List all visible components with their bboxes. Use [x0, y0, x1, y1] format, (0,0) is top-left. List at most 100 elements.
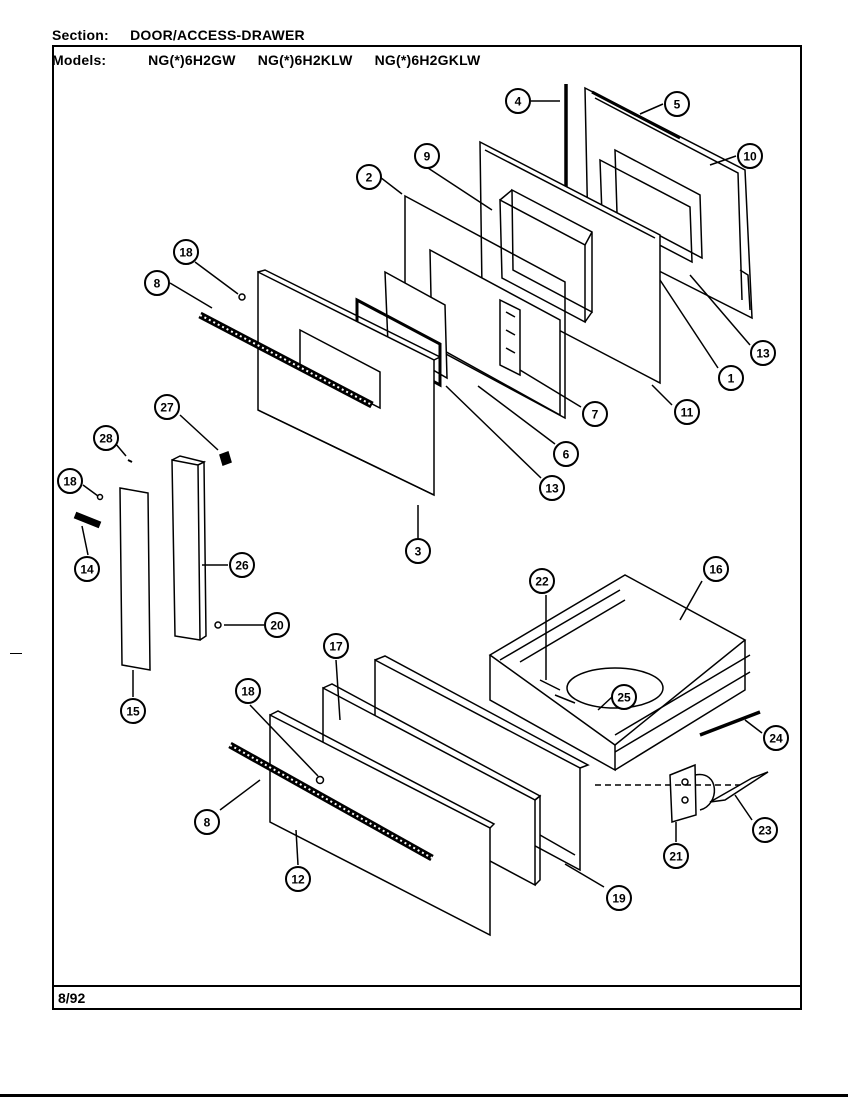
door-outer-panel: [257, 269, 442, 497]
callout-circle: [57, 468, 83, 494]
callout-number: 18: [63, 475, 77, 489]
callout-circle: [750, 340, 776, 366]
callout-number: 13: [545, 482, 559, 496]
side-trim-left: [119, 487, 151, 671]
part-callout: 22: [529, 568, 555, 594]
callout-circle: [611, 684, 637, 710]
callout-number: 24: [769, 732, 783, 746]
callout-circle: [737, 143, 763, 169]
part-callout: 6: [553, 441, 579, 467]
part-callout: 10: [737, 143, 763, 169]
part-callout: 13: [750, 340, 776, 366]
part-callout: 26: [229, 552, 255, 578]
callout-number: 3: [415, 545, 422, 559]
callout-circle: [606, 885, 632, 911]
door-inner-panel: [479, 140, 661, 385]
part-callout: 27: [154, 394, 180, 420]
part-callout: 23: [752, 817, 778, 843]
callout-number: 8: [204, 816, 211, 830]
part-callout: 18: [235, 678, 261, 704]
part-callout: 8: [194, 809, 220, 835]
part-callout: 8: [144, 270, 170, 296]
callout-circle: [582, 401, 608, 427]
callout-number: 6: [563, 448, 570, 462]
callout-number: 21: [669, 850, 683, 864]
part-callout: 16: [703, 556, 729, 582]
callout-number: 18: [179, 246, 193, 260]
callout-number: 19: [612, 892, 626, 906]
callout-number: 23: [758, 824, 772, 838]
stray-mark: [10, 653, 22, 654]
part-callout: 24: [763, 725, 789, 751]
part-callout: 7: [582, 401, 608, 427]
callout-circle: [93, 425, 119, 451]
clip: [219, 451, 232, 466]
model-number: NG(*)6H2GW: [148, 52, 236, 68]
part-callout: 18: [57, 468, 83, 494]
screw: [238, 293, 246, 301]
callout-number: 8: [154, 277, 161, 291]
part-callout: 18: [173, 239, 199, 265]
door-rear-panel: [584, 86, 753, 320]
callout-circle: [285, 866, 311, 892]
part-callout: 11: [674, 399, 700, 425]
callout-circle: [323, 633, 349, 659]
part-callout: 12: [285, 866, 311, 892]
callout-circle: [664, 91, 690, 117]
diagram-frame: [52, 45, 802, 1010]
date-code: 8/92: [58, 990, 86, 1006]
callout-circle: [539, 475, 565, 501]
callout-number: 27: [160, 401, 174, 415]
part-callout: 19: [606, 885, 632, 911]
spring: [73, 511, 102, 529]
side-trim-right: [171, 455, 207, 641]
door-top-strip: [591, 90, 681, 140]
callout-number: 12: [291, 873, 305, 887]
part-callout: 5: [664, 91, 690, 117]
callout-circle: [505, 88, 531, 114]
callout-number: 26: [235, 559, 249, 573]
part-callout: 3: [405, 538, 431, 564]
callout-circle: [529, 568, 555, 594]
callout-number: 25: [617, 691, 631, 705]
part-callout: 2: [356, 164, 382, 190]
part-callout: 20: [264, 612, 290, 638]
callout-number: 2: [366, 171, 373, 185]
callout-circle: [763, 725, 789, 751]
callout-circle: [703, 556, 729, 582]
callout-number: 10: [743, 150, 757, 164]
callout-number: 16: [709, 563, 723, 577]
callout-circle: [264, 612, 290, 638]
callout-circle: [663, 843, 689, 869]
callout-circle: [120, 698, 146, 724]
section-header: Section: DOOR/ACCESS-DRAWER: [52, 27, 305, 43]
callout-circle: [144, 270, 170, 296]
callout-number: 1: [728, 372, 735, 386]
footer-divider: [52, 985, 802, 987]
callout-number: 5: [674, 98, 681, 112]
model-number: NG(*)6H2GKLW: [374, 52, 481, 68]
callout-circle: [752, 817, 778, 843]
drawer-bracket: [669, 763, 716, 823]
callout-number: 11: [681, 406, 694, 420]
callout-number: 22: [535, 575, 549, 589]
callout-circle: [356, 164, 382, 190]
part-callout: 25: [611, 684, 637, 710]
callout-circle: [674, 399, 700, 425]
callout-circle: [553, 441, 579, 467]
models-label: Models:: [52, 52, 107, 68]
callout-number: 17: [329, 640, 343, 654]
callout-circle: [154, 394, 180, 420]
callout-number: 20: [270, 619, 284, 633]
part-callout: 1: [718, 365, 744, 391]
callout-circle: [229, 552, 255, 578]
model-number: NG(*)6H2KLW: [257, 52, 353, 68]
callout-number: 15: [126, 705, 140, 719]
door-glass: [384, 270, 448, 380]
callout-circle: [235, 678, 261, 704]
callout-number: 28: [99, 432, 113, 446]
part-callout: 28: [93, 425, 119, 451]
callout-number: 14: [80, 563, 94, 577]
callout-circle: [414, 143, 440, 169]
